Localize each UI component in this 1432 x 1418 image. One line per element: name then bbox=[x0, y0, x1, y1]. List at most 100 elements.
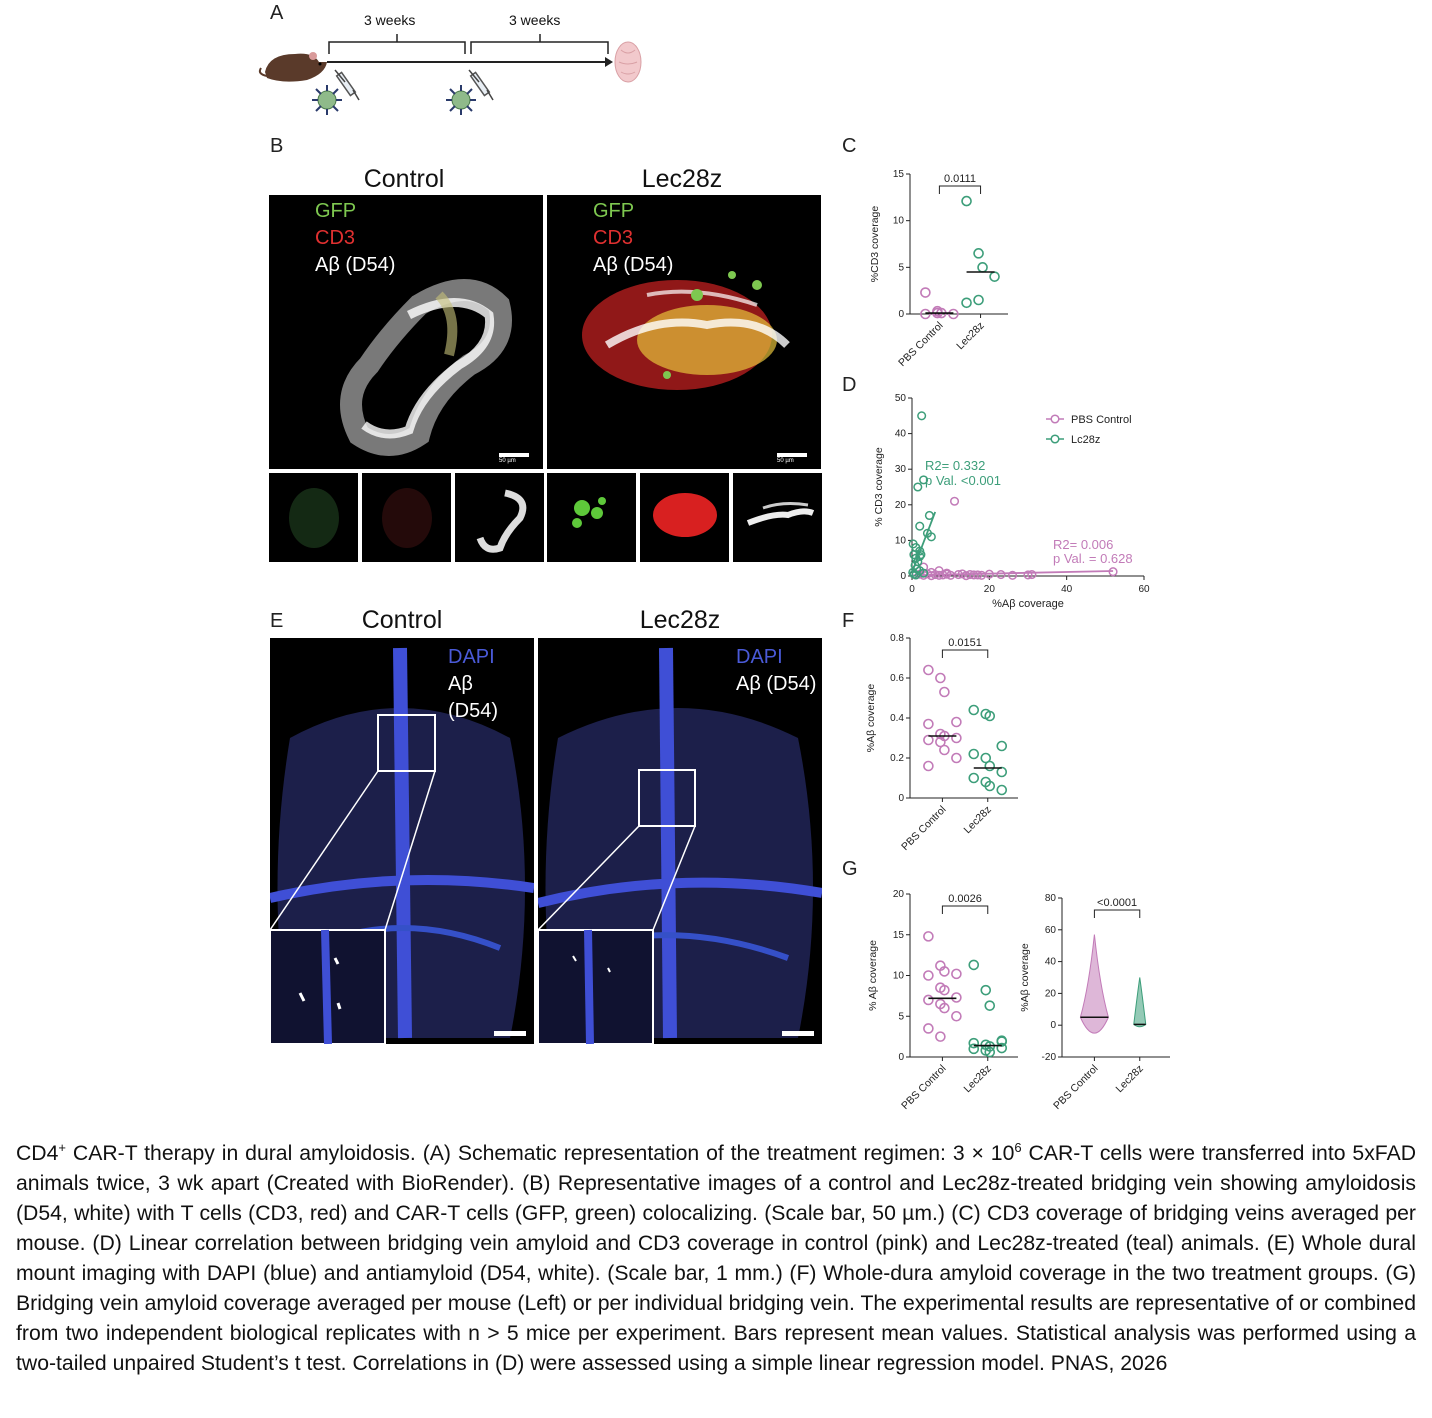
data-point bbox=[923, 734, 934, 746]
y-tick-label: 20 bbox=[895, 500, 907, 511]
x-tick-label: Lec28z bbox=[954, 320, 986, 352]
violin bbox=[1133, 977, 1147, 1028]
x-tick-label: Lec28z bbox=[1113, 1063, 1145, 1095]
data-point bbox=[984, 710, 996, 722]
panel-c-label: C bbox=[842, 135, 857, 157]
week2-label: 3 weeks bbox=[509, 12, 561, 28]
x-tick-label: PBS Control bbox=[899, 1063, 948, 1112]
data-point bbox=[951, 992, 962, 1003]
channel-cd3: CD3 bbox=[593, 227, 634, 249]
y-tick-label: 10 bbox=[893, 216, 905, 227]
data-point bbox=[996, 766, 1008, 778]
y-tick-label: 10 bbox=[895, 535, 907, 546]
significance-bracket bbox=[941, 905, 989, 914]
data-point bbox=[939, 984, 950, 996]
treatment-schematic bbox=[258, 34, 642, 115]
channel-abeta: Aβ (D54) bbox=[315, 254, 396, 276]
x-tick-label: 60 bbox=[1138, 584, 1150, 595]
data-point bbox=[917, 411, 927, 421]
y-tick-label: 10 bbox=[893, 971, 905, 982]
data-point bbox=[980, 984, 992, 996]
y-axis-label: %CD3 coverage bbox=[869, 206, 881, 283]
x-tick-label: Lec28z bbox=[961, 1063, 993, 1095]
y-tick-label: 15 bbox=[893, 169, 905, 180]
y-tick-label: 0.4 bbox=[890, 713, 904, 724]
panel-d-label: D bbox=[842, 374, 857, 396]
data-point bbox=[996, 1036, 1008, 1047]
panel-a-label: A bbox=[270, 2, 284, 24]
y-axis-label: %Aβ coverage bbox=[1019, 943, 1031, 1012]
y-tick-label: 5 bbox=[898, 262, 904, 273]
data-point bbox=[919, 475, 929, 485]
data-point bbox=[973, 294, 984, 306]
channel-gfp: GFP bbox=[593, 200, 635, 222]
panel-f-label: F bbox=[842, 610, 855, 632]
regression-line bbox=[911, 511, 937, 573]
y-tick-label: 0.8 bbox=[890, 633, 904, 644]
data-point bbox=[980, 752, 992, 764]
data-point bbox=[1023, 570, 1033, 580]
y-tick-label: 0 bbox=[900, 571, 906, 582]
data-point bbox=[996, 1042, 1008, 1054]
data-point bbox=[923, 931, 934, 942]
data-point bbox=[935, 1031, 946, 1042]
data-point bbox=[939, 686, 950, 698]
data-point bbox=[984, 780, 996, 792]
y-axis-label: % Aβ coverage bbox=[867, 940, 879, 1011]
scale-bar-label: 50 µm bbox=[499, 458, 516, 464]
y-tick-label: 15 bbox=[893, 930, 905, 941]
thumb-control-gfp bbox=[269, 473, 358, 562]
channel-dapi: DAPI bbox=[448, 646, 495, 668]
data-point bbox=[920, 308, 931, 320]
data-point bbox=[935, 736, 946, 748]
micrograph-control-merged: GFP CD3 Aβ (D54) 50 µm bbox=[269, 195, 543, 469]
panel-e-title-control: Control bbox=[361, 606, 443, 634]
annotation-pbs-p: p Val. = 0.628 bbox=[1053, 551, 1133, 566]
data-point bbox=[961, 297, 972, 309]
car-t-cell-icon bbox=[446, 85, 476, 115]
y-tick-label: 30 bbox=[895, 464, 907, 475]
data-point bbox=[951, 752, 962, 764]
panel-b-title-lec28z: Lec28z bbox=[641, 165, 723, 193]
data-point bbox=[951, 732, 962, 744]
legend-label: Lc28z bbox=[1071, 434, 1100, 446]
data-point bbox=[973, 248, 984, 259]
y-tick-label: 20 bbox=[1045, 988, 1057, 999]
data-point bbox=[968, 704, 980, 716]
data-point bbox=[913, 482, 923, 492]
y-tick-label: 20 bbox=[893, 889, 905, 900]
thumb-lec28z-abeta bbox=[733, 473, 822, 562]
panel-e-label: E bbox=[270, 610, 284, 632]
data-point bbox=[948, 308, 959, 320]
data-point bbox=[935, 672, 946, 684]
y-tick-label: 60 bbox=[1045, 925, 1057, 936]
y-tick-label: 0.2 bbox=[890, 753, 904, 764]
data-point bbox=[923, 1023, 934, 1034]
data-point bbox=[949, 496, 960, 506]
y-tick-label: 0 bbox=[898, 793, 904, 804]
thumb-lec28z-gfp bbox=[547, 473, 636, 562]
dura-control-image: DAPI Aβ (D54) bbox=[270, 638, 534, 1044]
data-point bbox=[968, 1037, 980, 1049]
thumb-control-cd3 bbox=[362, 473, 451, 562]
scale-bar-label: 50 µm bbox=[777, 458, 794, 464]
legend-marker bbox=[1050, 414, 1060, 424]
legend-marker bbox=[1050, 434, 1060, 444]
data-point bbox=[968, 772, 980, 784]
figure-caption: CD4+ CAR-T therapy in dural amyloidosis.… bbox=[16, 1140, 1417, 1376]
data-point bbox=[939, 1002, 950, 1014]
data-point bbox=[923, 718, 934, 730]
y-tick-label: 0.6 bbox=[890, 673, 904, 684]
micrograph-lec28z-merged: GFP CD3 Aβ (D54) 50 µm bbox=[547, 195, 821, 469]
channel-cd3: CD3 bbox=[315, 227, 356, 249]
week1-label: 3 weeks bbox=[364, 12, 416, 28]
channel-abeta: Aβ (D54) bbox=[593, 254, 674, 276]
y-tick-label: 40 bbox=[1045, 957, 1057, 968]
x-axis-label: %Aβ coverage bbox=[992, 598, 1064, 610]
panel-b-title-control: Control bbox=[363, 165, 445, 193]
x-tick-label: PBS Control bbox=[896, 320, 945, 369]
data-point bbox=[989, 271, 1000, 282]
